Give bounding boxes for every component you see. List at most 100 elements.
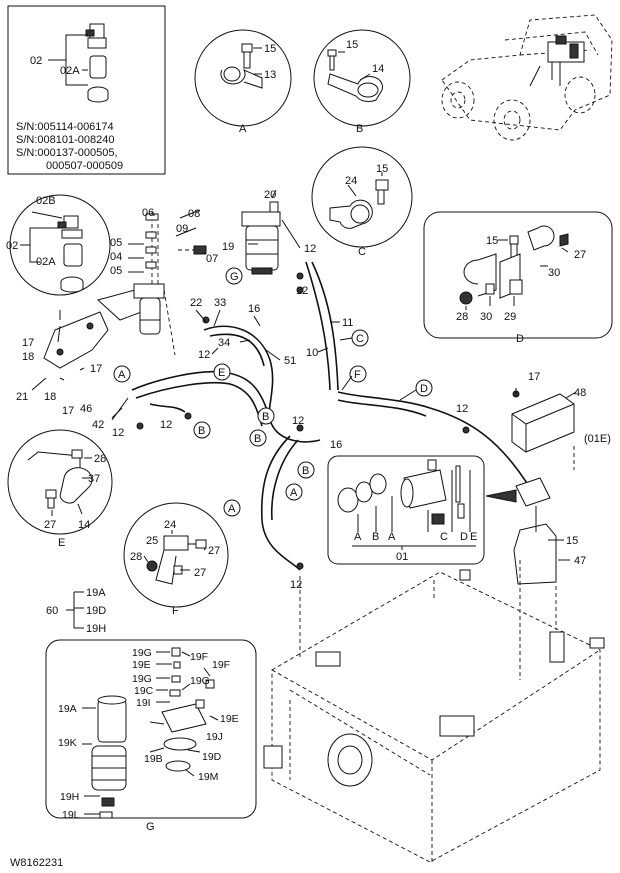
callout-19b: 19B xyxy=(144,753,163,765)
callout-19: 19 xyxy=(222,241,234,253)
callout-02: 02 xyxy=(30,55,42,67)
callout-12: 12 xyxy=(198,349,210,361)
callout-01: 01 xyxy=(396,551,408,563)
callout-15: 15 xyxy=(486,235,498,247)
callout-51: 51 xyxy=(284,355,296,367)
detail-c-circle: 24 15 C xyxy=(311,146,413,258)
detail-label-e: E xyxy=(58,537,65,549)
callout-46: 46 xyxy=(80,403,92,415)
callout-27: 27 xyxy=(208,545,220,557)
callout-19j: 19J xyxy=(206,731,223,743)
kit-letter-e: E xyxy=(470,531,477,543)
tag-b: B xyxy=(254,433,261,445)
detail-label-d: D xyxy=(516,333,524,345)
callout-05: 05 xyxy=(110,265,122,277)
callout-05: 05 xyxy=(110,237,122,249)
callout-27: 27 xyxy=(44,519,56,531)
tag-f: F xyxy=(354,369,361,381)
callout-20: 20 xyxy=(264,189,276,201)
callout-60: 60 xyxy=(46,605,58,617)
callout-10: 10 xyxy=(306,347,318,359)
fuel-sender: 15 47 xyxy=(485,477,586,585)
tag-a: A xyxy=(290,487,298,499)
callout-16: 16 xyxy=(330,439,342,451)
callout-22: 22 xyxy=(190,297,202,309)
machine-thumbnail xyxy=(441,14,613,141)
serial-line-2: S/N:008101-008240 xyxy=(16,134,114,146)
callout-17: 17 xyxy=(528,371,540,383)
serial-line-3: S/N:000137-000505, xyxy=(16,147,118,159)
callout-27: 27 xyxy=(574,249,586,261)
callout-04: 04 xyxy=(110,251,122,263)
callout-24: 24 xyxy=(164,519,176,531)
callout-16: 16 xyxy=(248,303,260,315)
callout-12: 12 xyxy=(292,415,304,427)
callout-37: 37 xyxy=(88,473,100,485)
callout-21: 21 xyxy=(16,391,28,403)
detail-label-g: G xyxy=(146,821,155,833)
callout-30: 30 xyxy=(480,311,492,323)
kit-letter-a: A xyxy=(354,531,362,543)
detail-d-box: 15 27 30 28 30 29 D xyxy=(423,211,613,345)
callout-18: 18 xyxy=(22,351,34,363)
serial-number-box: 02 02A S/N:005114-006174 S/N:008101-0082… xyxy=(7,5,166,175)
callout-19k: 19K xyxy=(58,737,77,749)
callout-15: 15 xyxy=(264,43,276,55)
harness-tags: A E B B B B A A C F D xyxy=(113,329,433,517)
callout-18: 18 xyxy=(44,391,56,403)
callout-09: 09 xyxy=(176,223,188,235)
callout-34: 34 xyxy=(218,337,230,349)
callout-19h: 19H xyxy=(86,623,106,635)
callout-07: 07 xyxy=(206,253,218,265)
detail-g-box: 19G 19F 19E 19F 19G 19G 19C 19I 19E 19A … xyxy=(45,639,257,833)
callout-12: 12 xyxy=(304,243,316,255)
callout-17: 17 xyxy=(90,363,102,375)
detail-label-f: F xyxy=(172,605,179,617)
callout-13: 13 xyxy=(264,69,276,81)
callout-19h: 19H xyxy=(60,791,79,803)
callout-19g: 19G xyxy=(132,673,152,685)
kit-letter-c: C xyxy=(440,531,448,543)
kit-box-01: A B A C D E 01 xyxy=(327,455,485,565)
tag-g: G xyxy=(230,271,239,283)
callout-02a: 02A xyxy=(36,256,56,268)
tag-a: A xyxy=(118,369,126,381)
tag-b: B xyxy=(262,411,269,423)
callout-42: 42 xyxy=(92,419,104,431)
callout-24: 24 xyxy=(345,175,357,187)
callout-19l: 19L xyxy=(62,809,80,821)
tag-e: E xyxy=(218,367,225,379)
callout-12: 12 xyxy=(112,427,124,439)
callout-47: 47 xyxy=(574,555,586,567)
callout-29: 29 xyxy=(504,311,516,323)
callout-19f: 19F xyxy=(190,651,208,663)
tag-d: D xyxy=(420,383,428,395)
filter-legend: 19A 60 19D 19H xyxy=(46,587,106,635)
callout-19d: 19D xyxy=(86,605,106,617)
callout-19a: 19A xyxy=(86,587,106,599)
callout-02b: 02B xyxy=(36,195,56,207)
callout-30: 30 xyxy=(548,267,560,279)
callout-12: 12 xyxy=(456,403,468,415)
callout-19e: 19E xyxy=(220,713,239,725)
callout-19d: 19D xyxy=(202,751,222,763)
filter-assembly-icon xyxy=(85,23,109,103)
filter-detail-circle: 02B 02 02A xyxy=(6,194,111,296)
callout-12: 12 xyxy=(290,579,302,591)
callout-14: 14 xyxy=(78,519,90,531)
main-fuel-filter: 20 19 G 12 12 xyxy=(222,189,316,297)
prefilter-assembly: 06 08 09 05 04 05 07 xyxy=(96,207,218,356)
callout-15: 15 xyxy=(376,163,388,175)
callout-15: 15 xyxy=(566,535,578,547)
callout-28: 28 xyxy=(456,311,468,323)
callout-27: 27 xyxy=(194,567,206,579)
callout-19f: 19F xyxy=(212,659,230,671)
cover-plate-48: 17 48 12 (01E) xyxy=(456,371,611,470)
callout-12: 12 xyxy=(160,419,172,431)
callout-02: 02 xyxy=(6,240,18,252)
callout-02a: 02A xyxy=(60,65,80,77)
callout-28: 28 xyxy=(130,551,142,563)
bracket-21: 17 18 17 21 18 17 46 42 12 12 12 16 xyxy=(16,310,342,451)
callout-19e: 19E xyxy=(132,659,151,671)
